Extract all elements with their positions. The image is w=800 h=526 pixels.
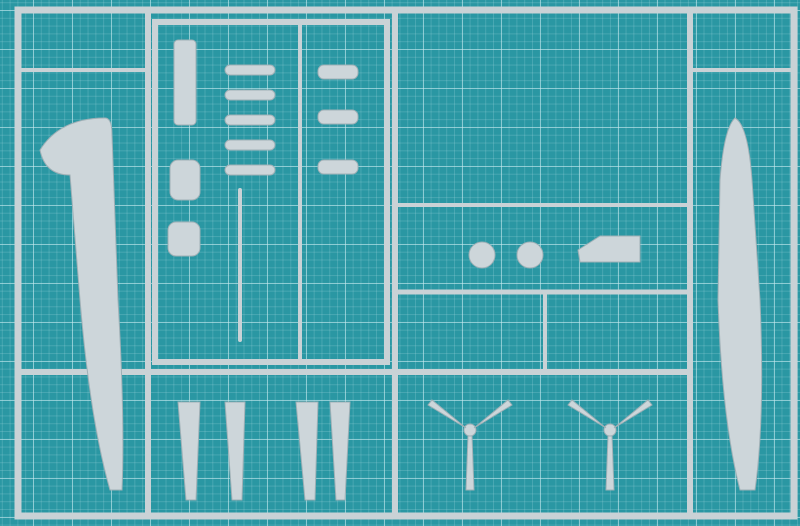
propeller-right xyxy=(567,399,653,491)
propeller-left xyxy=(427,399,513,491)
fuselage-half-right xyxy=(717,117,763,491)
fuselage-half-left xyxy=(39,117,124,491)
sprue-frame xyxy=(14,6,798,520)
small-parts xyxy=(167,39,641,269)
landing-gear-doors xyxy=(177,401,351,501)
